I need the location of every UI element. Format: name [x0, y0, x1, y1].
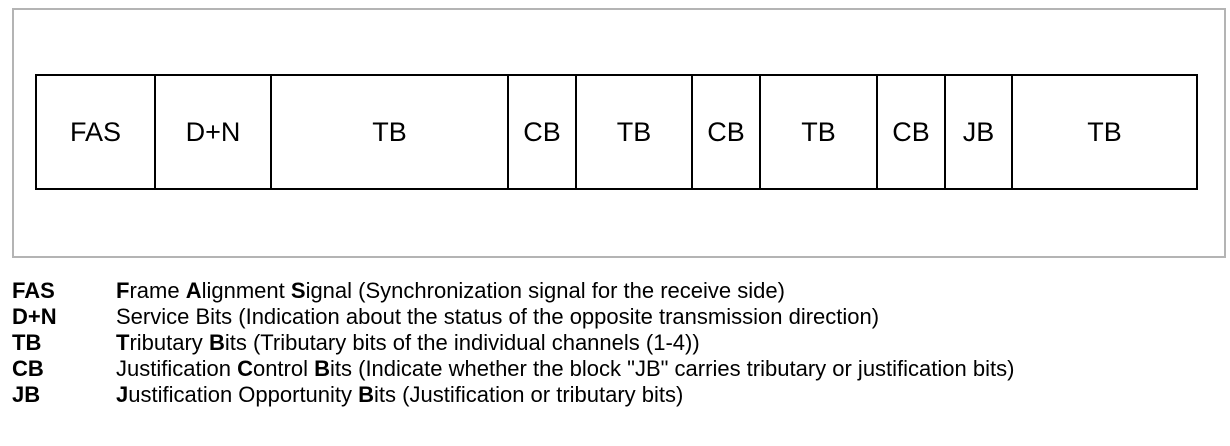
legend-abbr: CB [12, 356, 44, 381]
legend-bold-letter: C [237, 356, 253, 381]
legend-abbr: FAS [12, 278, 55, 303]
legend-abbr: D+N [12, 304, 57, 329]
legend-text: its (Tributary bits of the individual ch… [224, 330, 700, 355]
legend-text: lignment [201, 278, 291, 303]
segment-tb: TB [577, 76, 693, 188]
legend-text: Justification [116, 356, 238, 381]
legend-row: CB Justification Control Bits (Indicate … [12, 356, 1222, 382]
legend-bold-letter: J [116, 382, 129, 407]
segment-fas: FAS [37, 76, 156, 188]
legend-text: Service Bits (Indication about the statu… [116, 304, 880, 329]
legend-bold-letter: F [116, 278, 130, 303]
legend-bold-letter: T [116, 330, 130, 355]
diagram-frame [12, 8, 1226, 258]
legend: FAS Frame Alignment Signal (Synchronizat… [12, 278, 1222, 408]
legend-abbr: JB [12, 382, 41, 407]
legend-text: ontrol [252, 356, 315, 381]
legend-bold-letter: B [314, 356, 330, 381]
legend-abbr: TB [12, 330, 42, 355]
legend-bold-letter: B [208, 330, 225, 355]
segment-tb: TB [761, 76, 878, 188]
segment-jb: JB [946, 76, 1013, 188]
legend-row: JB Justification Opportunity Bits (Justi… [12, 382, 1222, 408]
legend-text: ignal (Synchronization signal for the re… [305, 278, 785, 303]
legend-description: Justification Opportunity Bits (Justific… [116, 382, 683, 408]
legend-row: FAS Frame Alignment Signal (Synchronizat… [12, 278, 1222, 304]
legend-description: Frame Alignment Signal (Synchronization … [116, 278, 785, 304]
legend-row: D+N Service Bits (Indication about the s… [12, 304, 1222, 330]
legend-bold-letter: A [185, 278, 202, 303]
segment-tb: TB [1087, 116, 1122, 147]
segment-dn: D+N [156, 76, 272, 188]
legend-bold-letter: S [290, 278, 306, 303]
segment-cb: CB [509, 76, 577, 188]
legend-description: Service Bits (Indication about the statu… [116, 304, 879, 330]
legend-text: rame [129, 278, 186, 303]
legend-text: ributary [129, 330, 209, 355]
legend-text: its (Justification or tributary bits) [374, 382, 684, 407]
legend-text: ustification Opportunity [128, 382, 359, 407]
segment-cb: CB [693, 76, 761, 188]
legend-row: TB Tributary Bits (Tributary bits of the… [12, 330, 1222, 356]
legend-description: Tributary Bits (Tributary bits of the in… [116, 330, 700, 356]
segment-cb: CB [878, 76, 946, 188]
legend-text: its (Indicate whether the block "JB" car… [330, 356, 1015, 381]
legend-bold-letter: B [358, 382, 375, 407]
frame-structure-bar: FAS D+N TB CB TB CB TB CB JB TB [35, 74, 1198, 190]
segment-tb: TB [272, 76, 509, 188]
legend-description: Justification Control Bits (Indicate whe… [116, 356, 1014, 382]
